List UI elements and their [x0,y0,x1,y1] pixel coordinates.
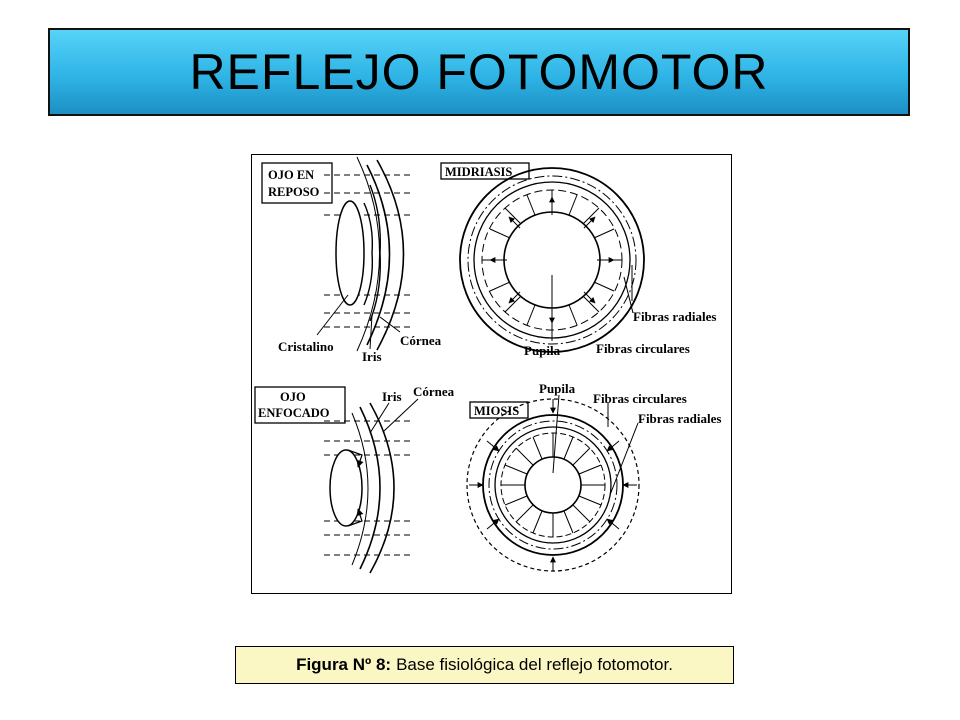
guide-lines [324,174,412,328]
figure-caption: Figura Nº 8: Base fisiológica del reflej… [235,646,734,684]
label-fibras-circulares-bottom: Fibras circulares [593,391,687,406]
eye-diagram-svg: OJO EN REPOSO Cristali [254,156,721,574]
cornea-arc-outer [376,159,405,351]
caption-text: Base fisiológica del reflejo fotomotor. [396,655,673,674]
panel-ojo-enfocado: OJO ENFOCADO Iris Córnea [254,384,455,574]
box-label-line2: REPOSO [268,185,320,199]
label-cornea-bottom: Córnea [413,384,455,399]
box-label-midriasis: MIDRIASIS [445,165,512,179]
panel-midriasis: MIDRIASIS [440,162,716,358]
box-label-miosis: MIOSIS [474,404,519,418]
label-iris-top: Iris [362,349,382,364]
page-title: REFLEJO FOTOMOTOR [189,44,769,100]
label-fibras-circulares-top: Fibras circulares [596,341,690,356]
cornea-arc-inner [366,164,391,346]
lens-cristalino [335,200,365,306]
label-cornea-top: Córnea [400,333,442,348]
box-label-enfocado-line1: OJO [280,390,306,404]
box-ojo-enfocado [254,386,346,424]
label-fibras-radiales-bottom: Fibras radiales [638,411,721,426]
label-cristalino: Cristalino [278,339,334,354]
label-fibras-radiales-top: Fibras radiales [633,309,716,324]
miosis-eye [466,398,640,572]
midriasis-eye [459,167,645,353]
box-label-enfocado-line2: ENFOCADO [258,406,330,420]
lens-enfocado [329,449,363,527]
panel-miosis: MIOSIS [466,381,721,572]
panel-ojo-en-reposo: OJO EN REPOSO Cristali [261,156,442,364]
box-ojo-en-reposo [261,162,333,204]
label-pupila-top: Pupila [524,343,561,358]
figure-diagram: OJO EN REPOSO Cristali [251,154,732,594]
title-banner: REFLEJO FOTOMOTOR [48,28,910,116]
pupil-small [524,456,582,514]
box-label-line1: OJO EN [268,168,314,182]
label-iris-bottom: Iris [382,389,402,404]
caption-bold: Figura Nº 8: [296,655,392,674]
label-pupila-bottom: Pupila [539,381,576,396]
